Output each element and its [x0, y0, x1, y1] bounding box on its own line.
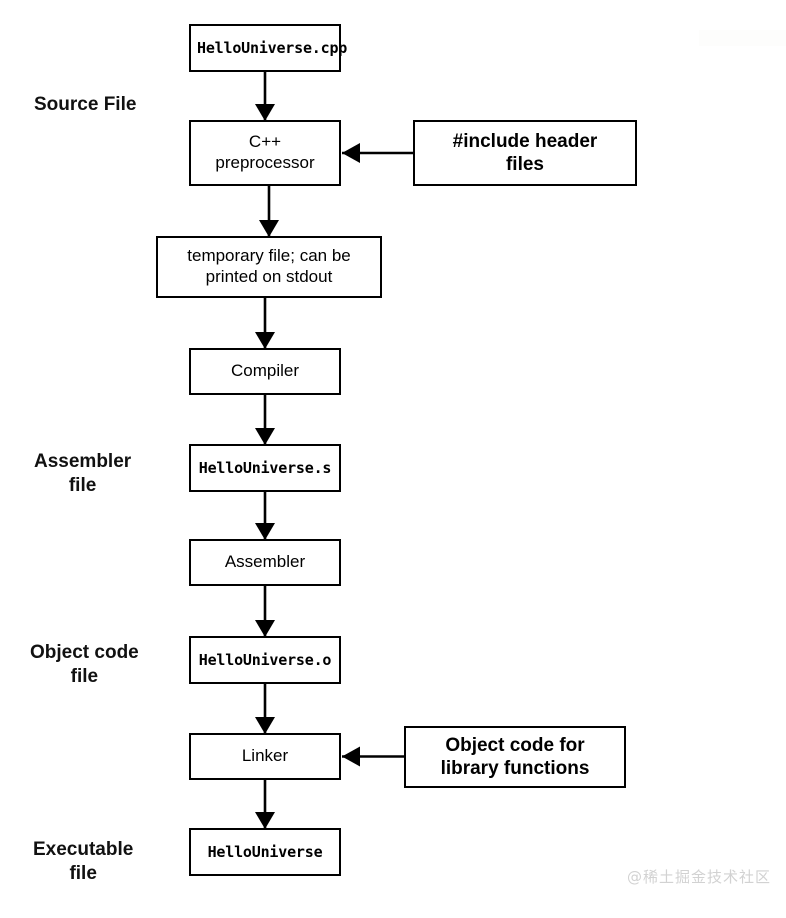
- node-object-file[interactable]: HelloUniverse.o: [189, 636, 341, 684]
- watermark: @稀土掘金技术社区: [627, 868, 772, 886]
- node-temporary-file[interactable]: temporary file; can be printed on stdout: [156, 236, 382, 298]
- node-temporary-file-label: temporary file; can be printed on stdout: [187, 246, 351, 286]
- stage-label-assembler-file: Assembler file: [34, 451, 132, 497]
- node-source-file[interactable]: HelloUniverse.cpp: [189, 24, 348, 72]
- stage-label-object-code-file: Object code file: [30, 642, 139, 688]
- node-include-header-files-label: #include header files: [452, 130, 598, 175]
- node-library-object-code[interactable]: Object code for library functions: [404, 726, 626, 788]
- node-assembler-label: Assembler: [224, 552, 306, 572]
- node-source-file-label: HelloUniverse.cpp: [197, 38, 348, 57]
- node-compiler[interactable]: Compiler: [189, 348, 341, 395]
- node-library-object-code-label: Object code for library functions: [440, 734, 590, 779]
- node-preprocessor-label: C++ preprocessor: [215, 132, 315, 172]
- node-object-file-label: HelloUniverse.o: [198, 650, 332, 669]
- node-include-header-files[interactable]: #include header files: [413, 120, 637, 186]
- node-assembler[interactable]: Assembler: [189, 539, 341, 586]
- background-artifact: [699, 30, 786, 46]
- node-linker[interactable]: Linker: [189, 733, 341, 780]
- node-executable[interactable]: HelloUniverse: [189, 828, 341, 876]
- node-assembler-source[interactable]: HelloUniverse.s: [189, 444, 341, 492]
- node-executable-label: HelloUniverse: [207, 842, 323, 861]
- node-compiler-label: Compiler: [230, 361, 300, 381]
- node-preprocessor[interactable]: C++ preprocessor: [189, 120, 341, 186]
- stage-label-executable-file: Executable file: [33, 839, 134, 885]
- stage-label-source-file: Source File: [34, 94, 137, 115]
- node-linker-label: Linker: [241, 746, 289, 766]
- node-assembler-source-label: HelloUniverse.s: [198, 458, 332, 477]
